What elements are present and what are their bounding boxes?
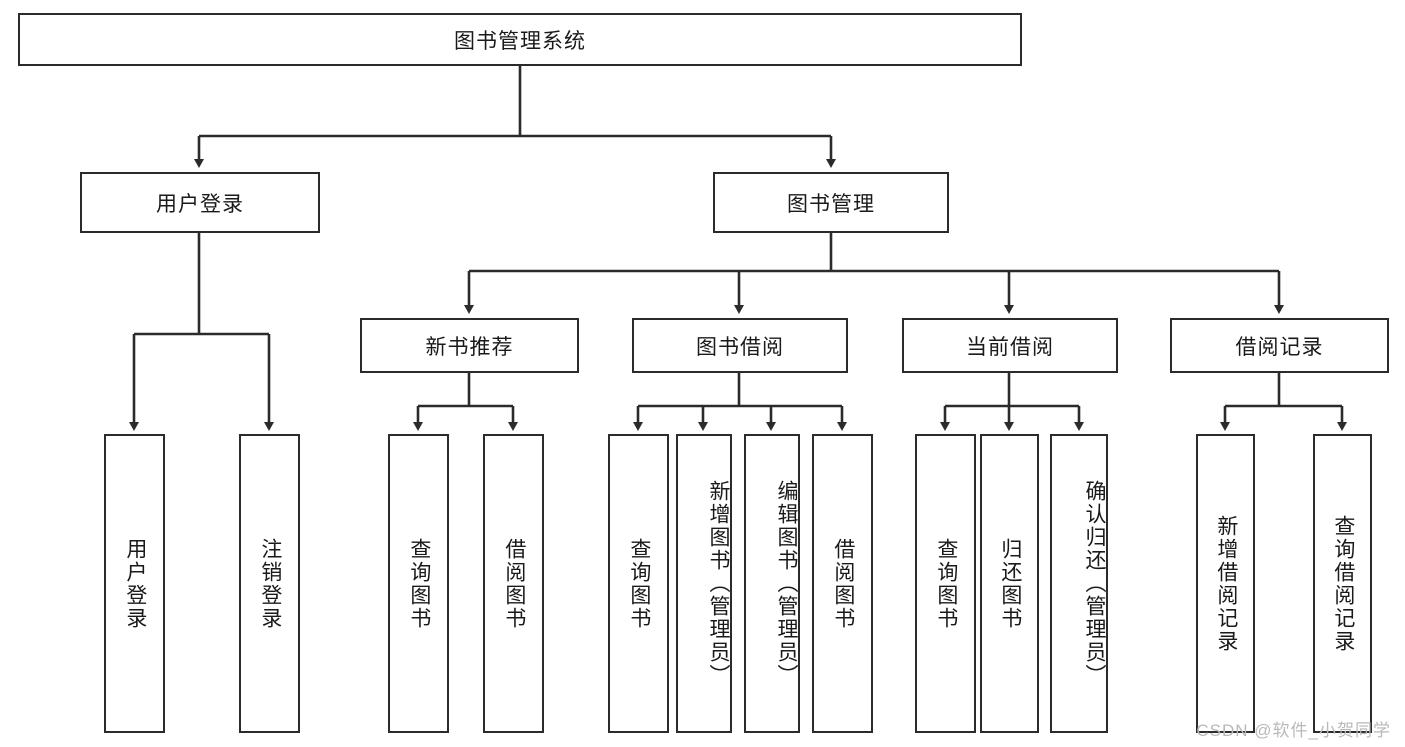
node-root[interactable]: 图书管理系统 [18, 13, 1022, 66]
leaf-label: 查询借阅记录 [1331, 514, 1355, 653]
node-borrow-record-label: 借阅记录 [1235, 335, 1324, 359]
leaf-label: 编辑图书（管理员） [775, 480, 798, 687]
leaf-user-login-1[interactable]: 注销登录 [239, 434, 300, 733]
node-borrow-record[interactable]: 借阅记录 [1170, 318, 1389, 373]
leaf-label: 用户登录 [123, 537, 147, 630]
node-book-borrow[interactable]: 图书借阅 [632, 318, 848, 373]
leaf-current-borrow-2[interactable]: 确认归还（管理员） [1050, 434, 1108, 733]
leaf-current-borrow-0[interactable]: 查询图书 [915, 434, 976, 733]
leaf-label: 借阅图书 [502, 537, 526, 630]
csdn-watermark: CSDN @软件_小贺同学 [1196, 721, 1391, 740]
leaf-label: 查询图书 [627, 537, 651, 630]
node-current-borrow[interactable]: 当前借阅 [902, 318, 1118, 373]
node-new-book-rec-label: 新书推荐 [425, 335, 514, 359]
leaf-borrow-record-0[interactable]: 新增借阅记录 [1196, 434, 1255, 733]
node-book-manage[interactable]: 图书管理 [713, 172, 949, 233]
leaf-label: 查询图书 [934, 537, 958, 630]
leaf-label: 借阅图书 [831, 537, 855, 630]
node-new-book-rec[interactable]: 新书推荐 [360, 318, 579, 373]
leaf-new-book-rec-1[interactable]: 借阅图书 [483, 434, 544, 733]
node-user-login[interactable]: 用户登录 [80, 172, 320, 233]
leaf-label: 新增图书（管理员） [707, 480, 730, 687]
leaf-borrow-record-1[interactable]: 查询借阅记录 [1313, 434, 1372, 733]
node-user-login-label: 用户登录 [156, 192, 244, 216]
leaf-new-book-rec-0[interactable]: 查询图书 [388, 434, 449, 733]
leaf-current-borrow-1[interactable]: 归还图书 [980, 434, 1039, 733]
leaf-book-borrow-3[interactable]: 借阅图书 [812, 434, 873, 733]
leaf-book-borrow-2[interactable]: 编辑图书（管理员） [744, 434, 800, 733]
leaf-label: 归还图书 [998, 537, 1022, 630]
leaf-book-borrow-1[interactable]: 新增图书（管理员） [676, 434, 732, 733]
node-book-borrow-label: 图书借阅 [696, 335, 784, 359]
node-book-manage-label: 图书管理 [787, 192, 875, 216]
leaf-user-login-0[interactable]: 用户登录 [104, 434, 165, 733]
node-current-borrow-label: 当前借阅 [966, 335, 1054, 359]
leaf-label: 新增借阅记录 [1214, 514, 1238, 653]
leaf-label: 查询图书 [407, 537, 431, 630]
leaf-label: 注销登录 [258, 537, 282, 630]
node-root-label: 图书管理系统 [454, 29, 586, 53]
leaf-label: 确认归还（管理员） [1083, 480, 1106, 687]
leaf-book-borrow-0[interactable]: 查询图书 [608, 434, 669, 733]
